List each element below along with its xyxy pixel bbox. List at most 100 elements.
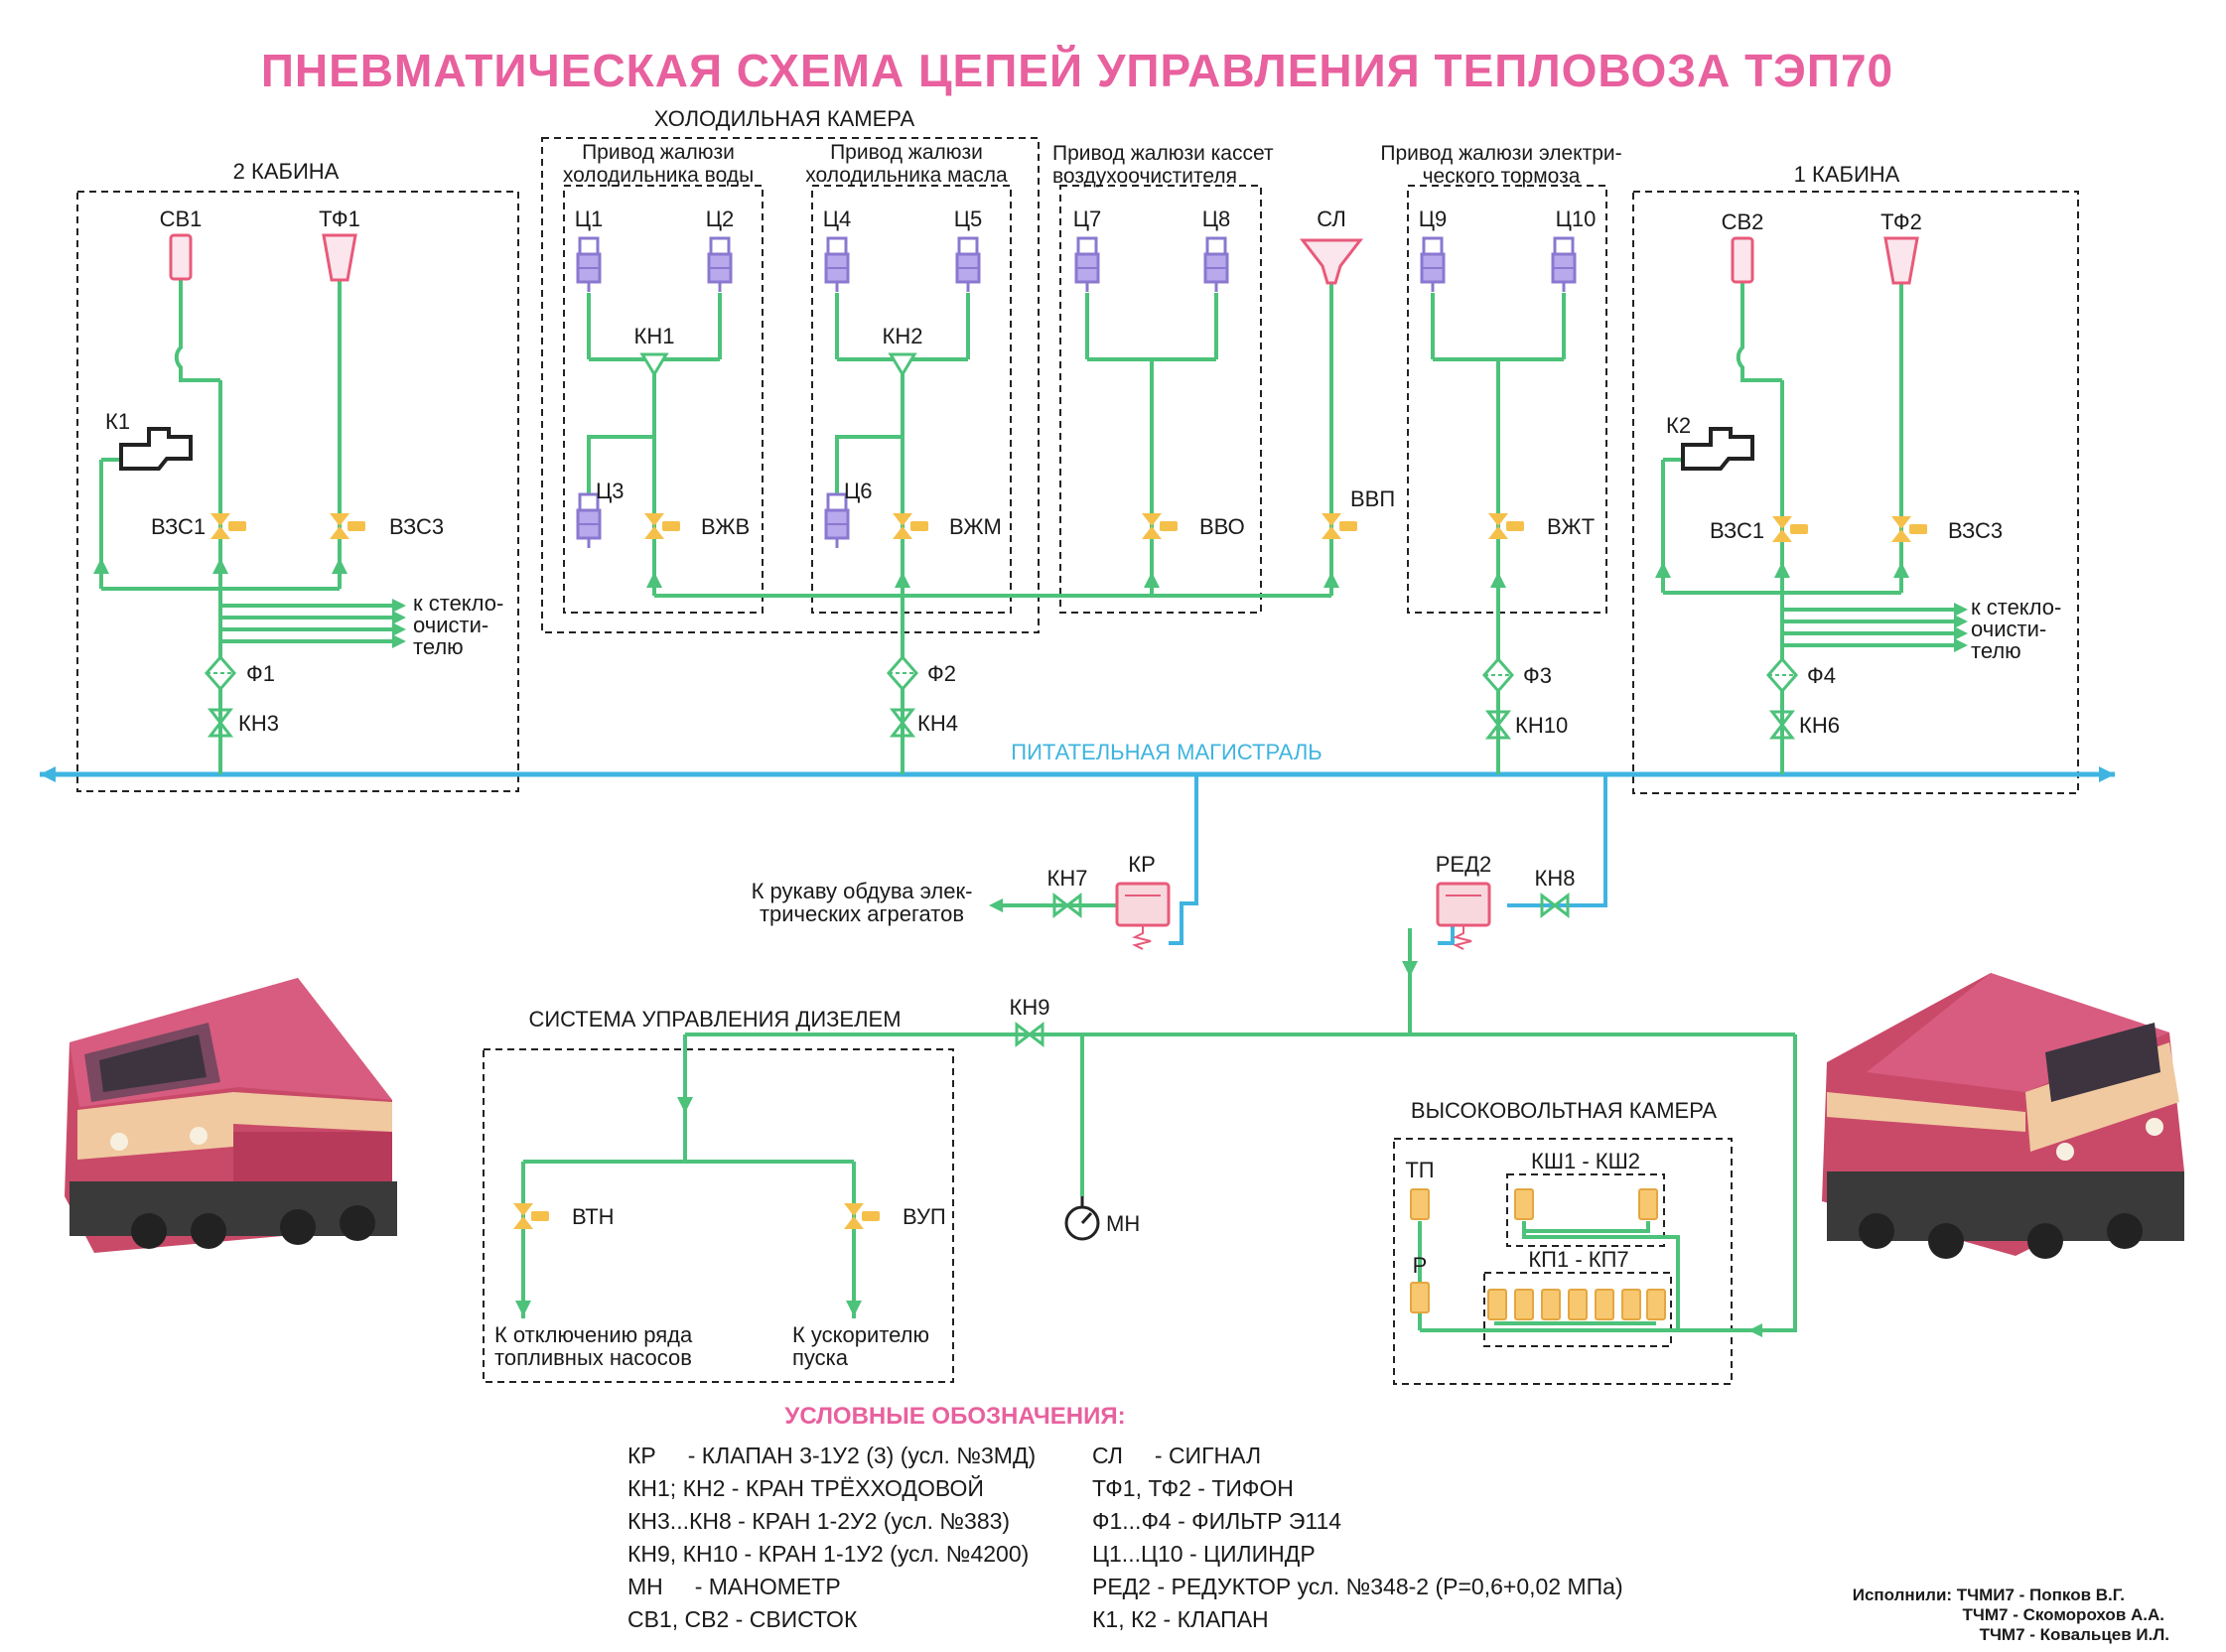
label-p: Р	[1413, 1253, 1428, 1278]
label-vzhm: ВЖМ	[949, 514, 1002, 539]
hv-chamber-box	[1393, 1138, 1733, 1385]
device-ksh2	[1638, 1188, 1658, 1220]
brake-drive-label-1: Привод жалюзи электри-	[1380, 142, 1621, 165]
label-c5: Ц5	[954, 206, 983, 231]
label-f3: Ф3	[1523, 663, 1552, 688]
filter-f1	[205, 655, 236, 691]
label-f2: Ф2	[927, 661, 956, 686]
label-f4: Ф4	[1807, 663, 1836, 688]
cab1-box	[1632, 191, 2079, 794]
feed-line-right-end	[2099, 766, 2115, 782]
label-vzs1-left: ВЗС1	[151, 514, 206, 539]
manometer-mn	[1064, 1196, 1100, 1241]
wiper-left-3: телю	[413, 634, 464, 659]
valve-vvo	[1142, 513, 1178, 539]
whistle-sv1	[169, 233, 193, 281]
cylinder-c7	[1074, 236, 1100, 294]
label-k2: К2	[1666, 413, 1691, 438]
oil-drive-label-1: Привод жалюзи	[830, 141, 983, 164]
reducer-red2	[1436, 882, 1491, 950]
legend-item: КР - КЛАПАН 3-1У2 (3) (усл. №3МД)	[627, 1443, 1036, 1468]
legend-item: СВ1, СВ2 - СВИСТОК	[627, 1606, 858, 1632]
label-vup: ВУП	[903, 1204, 946, 1229]
hv-chamber-circuit	[1418, 1221, 1762, 1332]
feed-line-label: ПИТАТЕЛЬНАЯ МАГИСТРАЛЬ	[1011, 740, 1322, 764]
diesel-control-box	[483, 1048, 954, 1383]
filter-f3	[1482, 657, 1514, 693]
wiper-right-2: очисти-	[1971, 617, 2046, 641]
cylinder-c10	[1551, 236, 1577, 294]
label-c7: Ц7	[1073, 206, 1102, 231]
valve-vup	[844, 1203, 880, 1229]
credits-line-3: ТЧМ7 - Ковальцев И.Л.	[1980, 1625, 2169, 1644]
legend-title: УСЛОВНЫЕ ОБОЗНАЧЕНИЯ:	[784, 1403, 1125, 1430]
legend-right: СЛ - СИГНАЛ ТФ1, ТФ2 - ТИФОН Ф1...Ф4 - Ф…	[1092, 1443, 1623, 1632]
legend-item: РЕД2 - РЕДУКТОР усл. №348-2 (Р=0,6+0,02 …	[1092, 1574, 1623, 1599]
water-drive-label-1: Привод жалюзи	[582, 141, 735, 164]
credits-line-2: ТЧМ7 - Скоморохов А.А.	[1963, 1605, 2164, 1624]
label-sl: СЛ	[1317, 206, 1346, 231]
label-kn4: КН4	[917, 711, 958, 736]
cab1-circuit	[1655, 283, 1968, 774]
label-mn: МН	[1106, 1211, 1140, 1236]
label-ksh: КШ1 - КШ2	[1531, 1149, 1640, 1173]
ksh-box	[1506, 1173, 1665, 1247]
label-tp: ТП	[1405, 1158, 1434, 1182]
typhon-tf1	[322, 233, 357, 282]
label-c3: Ц3	[596, 479, 625, 503]
cylinder-c1	[576, 236, 602, 294]
legend-item: КН3...КН8 - КРАН 1-2У2 (усл. №383)	[627, 1508, 1010, 1534]
cassette-drive-label-2: воздухоочистителя	[1052, 165, 1237, 188]
valve-k2	[1681, 427, 1754, 471]
valve-vzs3-right	[1891, 516, 1927, 542]
valve-vzs1-left	[210, 513, 246, 539]
diagram-title: ПНЕВМАТИЧЕСКАЯ СХЕМА ЦЕПЕЙ УПРАВЛЕНИЯ ТЕ…	[261, 45, 1893, 96]
cab1-label: 1 КАБИНА	[1794, 162, 1900, 187]
credits-line-1: Исполнили: ТЧМИ7 - Попков В.Г.	[1853, 1585, 2125, 1604]
label-vvo: ВВО	[1199, 514, 1245, 539]
filter-f4	[1766, 657, 1798, 693]
typhon-tf2	[1883, 236, 1919, 285]
three-way-cock-kn1	[639, 352, 669, 377]
pumps-label-1: К отключению ряда	[494, 1322, 693, 1347]
brake-drive-label-2: ческого тормоза	[1423, 165, 1581, 188]
legend-left: КР - КЛАПАН 3-1У2 (3) (усл. №3МД) КН1; К…	[627, 1443, 1036, 1632]
label-vzht: ВЖТ	[1547, 514, 1595, 539]
diesel-control-label: СИСТЕМА УПРАВЛЕНИЯ ДИЗЕЛЕМ	[528, 1007, 901, 1032]
label-tf2: ТФ2	[1880, 209, 1922, 234]
label-k1: К1	[105, 409, 130, 434]
signal-sl	[1299, 238, 1364, 285]
legend-item: ТФ1, ТФ2 - ТИФОН	[1092, 1475, 1294, 1501]
label-vzs3-right: ВЗС3	[1948, 518, 2003, 543]
device-tp	[1410, 1188, 1430, 1220]
locomotive-image-right	[1822, 973, 2184, 1259]
legend-item: МН - МАНОМЕТР	[627, 1574, 841, 1599]
label-f1: Ф1	[246, 661, 275, 686]
kp-box	[1483, 1272, 1672, 1347]
legend-item: СЛ - СИГНАЛ	[1092, 1443, 1261, 1468]
three-way-cock-kn2	[888, 352, 917, 377]
label-red2: РЕД2	[1436, 852, 1491, 877]
label-vvp: ВВП	[1350, 486, 1395, 511]
label-c4: Ц4	[823, 206, 852, 231]
label-vzs1-right: ВЗС1	[1710, 518, 1764, 543]
label-kn2: КН2	[883, 324, 923, 348]
cassette-drive-label-1: Привод жалюзи кассет	[1052, 142, 1274, 165]
cylinder-c2	[707, 236, 733, 294]
diesel-branch	[515, 1032, 1084, 1318]
device-ksh1	[1514, 1188, 1534, 1220]
label-c8: Ц8	[1202, 206, 1231, 231]
cab2-label: 2 КАБИНА	[233, 159, 340, 184]
feed-line-left-end	[40, 766, 56, 782]
valve-vzht	[1488, 513, 1524, 539]
water-drive-label-2: холодильника воды	[563, 164, 754, 187]
cylinder-c5	[955, 236, 981, 294]
whistle-sv2	[1731, 236, 1754, 284]
legend-item: К1, К2 - КЛАПАН	[1092, 1606, 1269, 1632]
device-kp-group	[1487, 1289, 1666, 1320]
label-kn7: КН7	[1047, 866, 1088, 891]
legend-item: КН1; КН2 - КРАН ТРЁХХОДОВОЙ	[627, 1474, 984, 1501]
label-c2: Ц2	[706, 206, 735, 231]
cooling-chamber-label: ХОЛОДИЛЬНАЯ КАМЕРА	[654, 106, 915, 131]
